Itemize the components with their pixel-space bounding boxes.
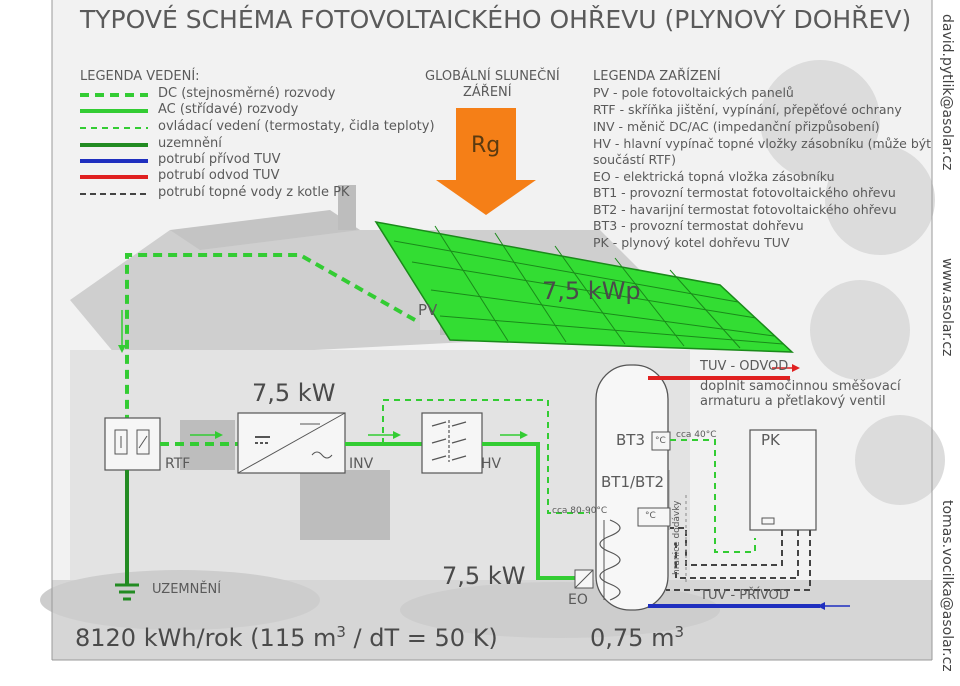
- legend-item-supply: potrubí přívod TUV: [158, 152, 281, 167]
- legend-item-control: ovládací vedení (termostaty, čidla teplo…: [158, 119, 435, 134]
- device-legend-item: RTF - skříňka jištění, vypínání, přepěťo…: [593, 102, 902, 117]
- line-legend-heading: LEGENDA VEDENÍ:: [80, 69, 200, 84]
- temp-hot-label: cca 80-90°C: [552, 506, 608, 516]
- hv-label: HV: [481, 456, 502, 472]
- device-legend-item: BT2 - havarijní termostat fotovoltaickéh…: [593, 202, 897, 217]
- irradiance-heading-1: GLOBÁLNÍ SLUNEČNÍ: [425, 69, 560, 84]
- boiler-heating-pipes: [666, 527, 811, 591]
- website-label: www.asolar.cz: [939, 258, 955, 357]
- volume-main: 0,75 m: [590, 624, 675, 652]
- bt3-unit: °C: [655, 436, 666, 446]
- legend-item-boiler: potrubí topné vody z kotle PK: [158, 185, 350, 200]
- device-legend-item: INV - měnič DC/AC (impedanční přizpůsobe…: [593, 119, 880, 134]
- bt12-unit: °C: [645, 511, 656, 521]
- inverter-power-label: 7,5 kW: [252, 379, 336, 407]
- legend-item-dc: DC (stejnosměrné) rozvody: [158, 86, 336, 101]
- legend-item-ground: uzemnění: [158, 136, 222, 151]
- legend-item-outlet: potrubí odvod TUV: [158, 168, 280, 183]
- tuv-outlet-label: TUV - ODVOD: [700, 359, 789, 374]
- device-legend-item: PV - pole fotovoltaických panelů: [593, 85, 794, 100]
- pv-label: PV: [418, 301, 438, 319]
- device-legend-item: BT1 - provozní termostat fotovoltaického…: [593, 185, 896, 200]
- irradiance-symbol: Rg: [471, 133, 501, 158]
- tuv-outlet-note-2: armaturu a přetlakový ventil: [700, 394, 886, 409]
- contact-email-2: tomas.vocilka@asolar.cz: [939, 500, 955, 672]
- device-legend-heading: LEGENDA ZAŘÍZENÍ: [593, 69, 721, 84]
- pv-array: [374, 220, 794, 353]
- rtf-box: [104, 417, 161, 471]
- ground-label: UZEMNĚNÍ: [152, 582, 222, 597]
- device-legend-item: součástí RTF): [593, 152, 676, 167]
- storage-tank: [595, 364, 669, 611]
- irradiance-arrow: [436, 108, 536, 215]
- energy-tail: / dT = 50 K): [345, 624, 498, 652]
- bt12-label: BT1/BT2: [601, 473, 665, 491]
- page-title: TYPOVÉ SCHÉMA FOTOVOLTAICKÉHO OHŘEVU (PL…: [80, 5, 912, 34]
- eo-label: EO: [568, 592, 588, 608]
- device-legend-item: EO - elektrická topná vložka zásobníku: [593, 169, 835, 184]
- inv-label: INV: [349, 456, 374, 472]
- ground-symbol: [115, 583, 139, 601]
- device-legend-item: PK - plynový kotel dohřevu TUV: [593, 235, 790, 250]
- pv-power-label: 7,5 kWp: [542, 277, 641, 305]
- bt12-sensor: [637, 507, 671, 527]
- tuv-inlet-label: TUV - PŘÍVOD: [700, 588, 789, 603]
- pk-label: PK: [761, 431, 780, 449]
- hv-box: [421, 412, 483, 474]
- legend-item-ac: AC (střídavé) rozvody: [158, 102, 299, 117]
- volume-exponent: 3: [674, 623, 684, 641]
- pk-boiler: [749, 429, 817, 531]
- dc-line: [125, 253, 416, 420]
- temp-aux-label: cca 40°C: [676, 430, 717, 440]
- legend-line-samples: [80, 93, 148, 195]
- contact-email-1: david.pytlik@asolar.cz: [939, 14, 955, 171]
- energy-exponent: 3: [336, 623, 346, 641]
- irradiance-heading-2: ZÁŘENÍ: [463, 85, 512, 100]
- supply-boundary-label: hranice dodávky: [672, 500, 682, 575]
- energy-summary: 8120 kWh/rok (115 m3 / dT = 50 K): [75, 623, 498, 653]
- volume-summary: 0,75 m3: [590, 623, 684, 653]
- tuv-outlet-note-1: doplnit samočinnou směšovací: [700, 379, 901, 394]
- energy-main: 8120 kWh/rok (115 m: [75, 624, 337, 652]
- inverter-box: [237, 412, 346, 474]
- device-legend-item: HV - hlavní vypínač topné vložky zásobní…: [593, 136, 932, 151]
- heater-power-label: 7,5 kW: [442, 562, 526, 590]
- rtf-label: RTF: [165, 456, 191, 472]
- bt3-label: BT3: [616, 431, 645, 449]
- device-legend-item: BT3 - provozní termostat dohřevu: [593, 218, 804, 233]
